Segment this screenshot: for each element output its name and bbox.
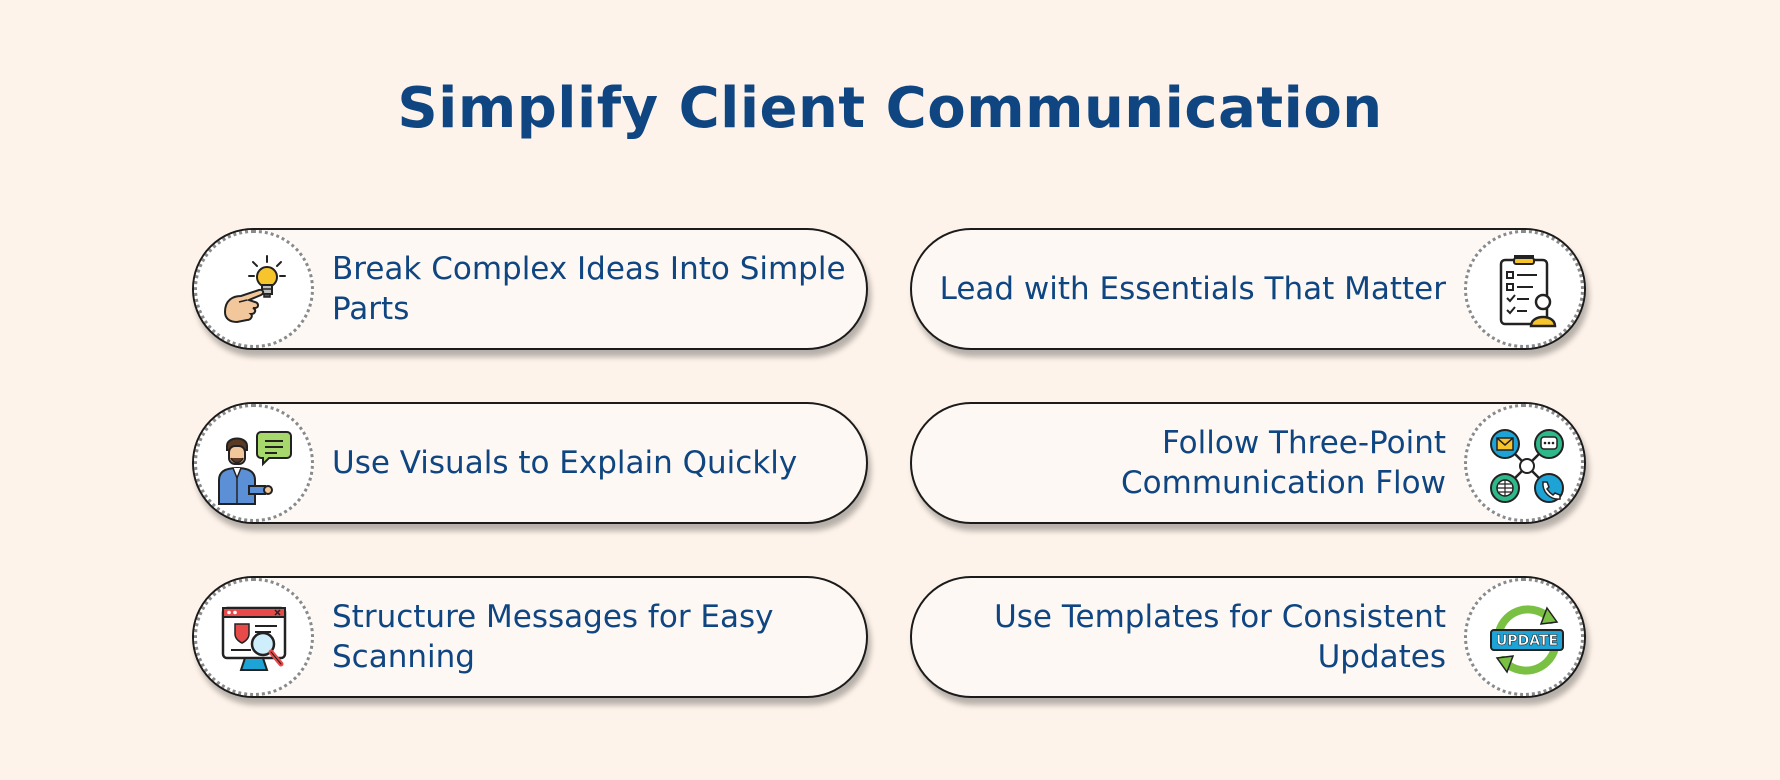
icon-circle [194, 404, 314, 522]
item-label: Use Visuals to Explain Quickly [332, 445, 798, 481]
icon-circle: UPDATE [1464, 578, 1584, 696]
item-label: Use Templates for Consistent Updates [994, 599, 1446, 675]
monitor-magnifier-icon [221, 606, 287, 671]
update-badge-text: UPDATE [1496, 633, 1558, 649]
checklist-clipboard-icon [1499, 255, 1557, 328]
item-label: Break Complex Ideas Into Simple Parts [332, 251, 846, 327]
icon-circle [1464, 404, 1584, 522]
update-cycle-icon: UPDATE [1490, 605, 1564, 675]
item-label: Lead with Essentials That Matter [939, 271, 1446, 307]
presenter-speech-bubble-icon [218, 431, 292, 505]
communication-channels-icon [1490, 429, 1564, 503]
page-title: Simplify Client Communication [397, 76, 1383, 141]
item-card-use-templates: UPDATE Use Templates for Consistent Upda… [910, 576, 1586, 698]
item-card-use-visuals: Use Visuals to Explain Quickly [192, 402, 868, 524]
item-card-structure-messages: Structure Messages for Easy Scanning [192, 576, 868, 698]
icon-circle [194, 230, 314, 348]
item-card-lead-with-essentials: Lead with Essentials That Matter [910, 228, 1586, 350]
icon-circle [194, 578, 314, 696]
item-label: Structure Messages for Easy Scanning [332, 599, 774, 675]
finger-lightbulb-icon [223, 255, 286, 324]
item-card-three-point-flow: Follow Three-Point Communication Flow [910, 402, 1586, 524]
item-card-break-complex-ideas: Break Complex Ideas Into Simple Parts [192, 228, 868, 350]
icon-circle [1464, 230, 1584, 348]
item-label: Follow Three-Point Communication Flow [1121, 425, 1446, 501]
